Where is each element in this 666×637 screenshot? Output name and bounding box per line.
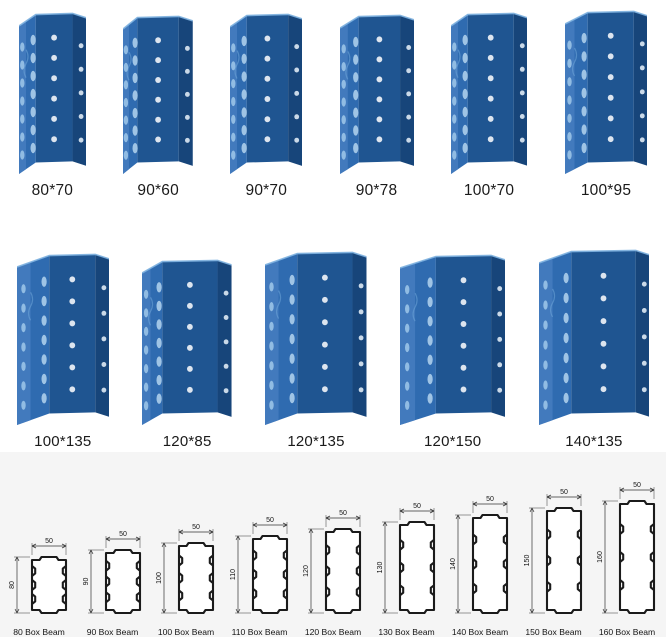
- beam-width-dimension: 50: [560, 489, 568, 496]
- upright-size-label: 90*60: [137, 182, 179, 199]
- upright-item[interactable]: 120*135: [265, 238, 367, 450]
- box-beam-item[interactable]: 50 120 120 Box Beam: [300, 452, 366, 637]
- upright-size-label: 100*95: [580, 182, 632, 199]
- box-beam-label: 160 Box Beam: [598, 627, 656, 637]
- box-beam-section-icon: 50 110: [230, 517, 288, 615]
- beam-profile-outline: [251, 534, 288, 615]
- rack-upright-icon: [230, 13, 303, 174]
- upright-size-label: 120*150: [424, 433, 482, 450]
- box-beam-section-icon: 50 160: [597, 482, 656, 615]
- box-beam-strip: 50 80 80 Box Beam 50 90 90 Box Beam 50 1…: [0, 452, 666, 637]
- box-beam-label: 130 Box Beam: [378, 627, 435, 637]
- upright-item[interactable]: 90*78: [339, 0, 414, 200]
- beam-profile-outline: [471, 513, 509, 615]
- rack-upright-icon: [339, 14, 414, 174]
- box-beam-item[interactable]: 50 100 100 Box Beam: [153, 452, 219, 637]
- upright-item[interactable]: 120*85: [142, 238, 232, 450]
- beam-profile-outline: [545, 506, 582, 615]
- upright-item[interactable]: 100*95: [564, 0, 648, 200]
- upright-item[interactable]: 100*70: [450, 0, 528, 200]
- box-beam-item[interactable]: 50 80 80 Box Beam: [6, 452, 72, 637]
- box-beam-section-icon: 50 80: [9, 538, 68, 615]
- beam-width-dimension: 50: [192, 524, 200, 531]
- upright-item[interactable]: 100*135: [16, 238, 109, 450]
- beam-width-dimension: 50: [413, 503, 421, 510]
- box-beam-section-icon: 50 90: [83, 531, 141, 615]
- beam-width-dimension: 50: [119, 531, 127, 538]
- box-beam-item[interactable]: 50 150 150 Box Beam: [521, 452, 587, 637]
- beam-height-dimension: 120: [303, 565, 310, 577]
- upright-size-label: 140*135: [565, 433, 623, 450]
- beam-profile-outline: [324, 527, 362, 615]
- box-beam-item[interactable]: 50 90 90 Box Beam: [80, 452, 146, 637]
- upright-item[interactable]: 90*60: [123, 0, 194, 200]
- box-beam-label: 100 Box Beam: [157, 627, 215, 637]
- box-beam-label: 150 Box Beam: [525, 627, 582, 637]
- box-beam-label: 90 Box Beam: [86, 627, 139, 637]
- rack-upright-icon: [450, 12, 528, 174]
- beam-height-dimension: 150: [524, 555, 531, 567]
- box-beam-label: 120 Box Beam: [304, 627, 362, 637]
- beam-width-dimension: 50: [486, 496, 494, 503]
- box-beam-label: 110 Box Beam: [231, 627, 288, 637]
- box-beam-item[interactable]: 50 140 140 Box Beam: [447, 452, 513, 637]
- beam-height-dimension: 100: [156, 572, 163, 584]
- rack-upright-icon: [265, 251, 367, 425]
- rack-upright-icon: [123, 15, 194, 174]
- upright-item[interactable]: 140*135: [538, 238, 650, 450]
- upright-size-label: 120*85: [162, 433, 212, 450]
- beam-width-dimension: 50: [45, 538, 53, 545]
- rack-upright-icon: [400, 254, 506, 425]
- beam-profile-outline: [177, 541, 215, 615]
- box-beam-item[interactable]: 50 160 160 Box Beam: [594, 452, 660, 637]
- upright-size-label: 100*70: [463, 182, 515, 199]
- beam-height-dimension: 80: [9, 581, 16, 589]
- upright-row-large: 100*135 120*85 120*135 120*150: [0, 238, 666, 450]
- upright-size-label: 100*135: [34, 433, 92, 450]
- box-beam-section-icon: 50 150: [524, 489, 582, 615]
- upright-size-label: 90*78: [355, 182, 398, 199]
- beam-profile-outline: [398, 520, 435, 615]
- box-beam-label: 80 Box Beam: [13, 627, 65, 637]
- box-beam-item[interactable]: 50 110 110 Box Beam: [227, 452, 293, 637]
- beam-width-dimension: 50: [339, 510, 347, 517]
- upright-item[interactable]: 80*70: [18, 0, 87, 200]
- beam-height-dimension: 90: [83, 578, 90, 586]
- box-beam-label: 140 Box Beam: [451, 627, 509, 637]
- rack-upright-icon: [142, 259, 232, 425]
- beam-height-dimension: 140: [450, 558, 457, 570]
- upright-item[interactable]: 120*150: [400, 238, 506, 450]
- upright-size-label: 120*135: [287, 433, 345, 450]
- beam-profile-outline: [104, 548, 141, 615]
- box-beam-section-icon: 50 120: [303, 510, 362, 615]
- beam-height-dimension: 110: [230, 569, 237, 580]
- beam-profile-outline: [30, 555, 68, 615]
- box-beam-section-icon: 50 140: [450, 496, 509, 615]
- box-beam-section-icon: 50 100: [156, 524, 215, 615]
- beam-height-dimension: 160: [597, 551, 604, 563]
- box-beam-panel: 50 80 80 Box Beam 50 90 90 Box Beam 50 1…: [0, 452, 666, 637]
- upright-row-small: 80*70 90*60 90*70 90*78: [0, 0, 666, 200]
- upright-size-label: 80*70: [31, 182, 74, 199]
- beam-width-dimension: 50: [266, 517, 274, 524]
- upright-size-label: 90*70: [245, 182, 288, 199]
- rack-upright-icon: [564, 10, 648, 174]
- beam-profile-outline: [618, 499, 656, 615]
- box-beam-item[interactable]: 50 130 130 Box Beam: [374, 452, 440, 637]
- upright-item[interactable]: 90*70: [230, 0, 303, 200]
- beam-width-dimension: 50: [633, 482, 641, 489]
- box-beam-section-icon: 50 130: [377, 503, 435, 615]
- rack-upright-icon: [538, 249, 650, 425]
- beam-height-dimension: 130: [377, 562, 384, 574]
- rack-upright-icon: [16, 253, 109, 425]
- rack-upright-icon: [18, 12, 87, 174]
